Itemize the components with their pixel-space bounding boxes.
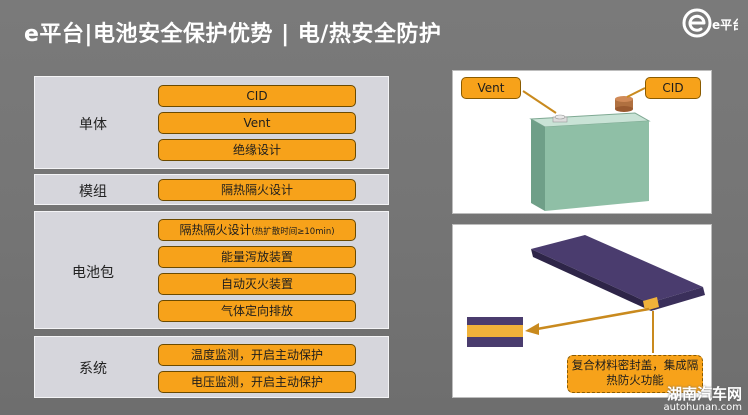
feature-vent: Vent — [158, 112, 356, 134]
vent-callout: Vent — [461, 77, 521, 99]
group-cell: 单体 CID Vent 绝缘设计 — [34, 76, 389, 169]
feature-fire-insulation: 隔热隔火设计 — [158, 179, 356, 201]
watermark-cn: 湖南汽车网 — [666, 385, 742, 403]
feature-energy-release: 能量泻放装置 — [158, 246, 356, 268]
group-system: 系统 温度监测，开启主动保护 电压监测，开启主动保护 — [34, 336, 389, 398]
battery-pack-image — [467, 235, 705, 353]
watermark: 湖南汽车网 autohunan.com — [663, 386, 742, 413]
group-pack: 电池包 隔热隔火设计(热扩散时间≥10min) 能量泻放装置 自动灭火装置 气体… — [34, 211, 389, 329]
seal-cover-callout: 复合材料密封盖，集成隔热防火功能 — [567, 355, 703, 393]
feature-insulation: 绝缘设计 — [158, 139, 356, 161]
group-label: 单体 — [79, 117, 107, 133]
feature-temp-monitor: 温度监测，开启主动保护 — [158, 344, 356, 366]
cid-callout: CID — [645, 77, 701, 99]
feature-voltage-monitor: 电压监测，开启主动保护 — [158, 371, 356, 393]
cell-illustration-panel: Vent CID — [452, 70, 712, 214]
feature-pack-fire-insulation: 隔热隔火设计(热扩散时间≥10min) — [158, 219, 356, 241]
group-label: 系统 — [79, 361, 107, 377]
group-module: 模组 隔热隔火设计 — [34, 174, 389, 205]
group-label: 模组 — [79, 184, 107, 200]
feature-text: 隔热隔火设计 — [179, 223, 252, 237]
e-platform-logo: e平台 — [680, 6, 744, 40]
logo-text: e平台 — [712, 17, 738, 32]
watermark-en: autohunan.com — [663, 402, 742, 413]
battery-cell-image — [522, 87, 651, 211]
logo-icon: e平台 — [682, 8, 744, 38]
feature-note: (热扩散时间≥10min) — [251, 227, 335, 237]
feature-gas-venting: 气体定向排放 — [158, 300, 356, 322]
group-label: 电池包 — [72, 265, 114, 281]
feature-cid: CID — [158, 85, 356, 107]
page-title: e平台|电池安全保护优势 | 电/热安全防护 — [24, 22, 442, 47]
pack-illustration-panel: 复合材料密封盖，集成隔热防火功能 — [452, 224, 712, 398]
feature-auto-extinguish: 自动灭火装置 — [158, 273, 356, 295]
